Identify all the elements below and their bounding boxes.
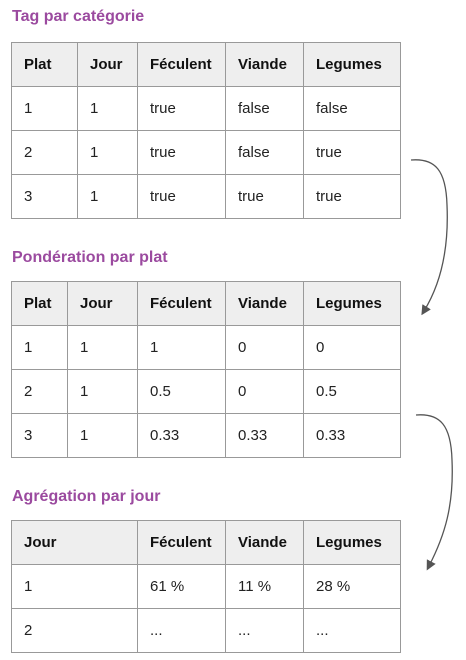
table-row: 3 1 0.33 0.33 0.33 (11, 413, 401, 458)
column-header: Féculent (137, 281, 226, 326)
table-cell: ... (137, 608, 226, 653)
column-header: Legumes (303, 281, 401, 326)
table-cell: 3 (11, 413, 68, 458)
table-cell: true (137, 174, 226, 219)
table-cell: 1 (11, 564, 138, 609)
table-header-row: Jour Féculent Viande Legumes (11, 520, 401, 565)
table-cell: true (225, 174, 304, 219)
table-cell: 0 (303, 325, 401, 370)
table-cell: 0.5 (137, 369, 226, 414)
table-cell: false (303, 86, 401, 131)
table-cell: 28 % (303, 564, 401, 609)
table-cell: ... (225, 608, 304, 653)
table-cell: false (225, 130, 304, 175)
table-row: 1 1 1 0 0 (11, 325, 401, 370)
column-header: Féculent (137, 520, 226, 565)
table-cell: 1 (67, 413, 138, 458)
table-row: 2 ... ... ... (11, 608, 401, 653)
column-header: Jour (77, 42, 138, 87)
table-cell: 0.5 (303, 369, 401, 414)
table-cell: 1 (67, 325, 138, 370)
table-row: 3 1 true true true (11, 174, 401, 219)
table-cell: 0.33 (303, 413, 401, 458)
weighting-table: Plat Jour Féculent Viande Legumes 1 1 1 … (11, 281, 401, 458)
table-cell: 1 (77, 130, 138, 175)
table-cell: 3 (11, 174, 78, 219)
table-cell: ... (303, 608, 401, 653)
tag-table: Plat Jour Féculent Viande Legumes 1 1 tr… (11, 42, 401, 219)
table-cell: 1 (11, 325, 68, 370)
table-row: 1 61 % 11 % 28 % (11, 564, 401, 609)
column-header: Legumes (303, 520, 401, 565)
column-header: Viande (225, 281, 304, 326)
column-header: Jour (67, 281, 138, 326)
table-cell: 0.33 (225, 413, 304, 458)
table-cell: true (303, 174, 401, 219)
table-header-row: Plat Jour Féculent Viande Legumes (11, 281, 401, 326)
table-cell: 1 (67, 369, 138, 414)
table-header-row: Plat Jour Féculent Viande Legumes (11, 42, 401, 87)
column-header: Viande (225, 42, 304, 87)
table-1-title: Tag par catégorie (12, 8, 145, 25)
column-header: Féculent (137, 42, 226, 87)
arrow-1-to-2-icon (410, 159, 448, 316)
table-row: 1 1 true false false (11, 86, 401, 131)
table-row: 2 1 true false true (11, 130, 401, 175)
table-cell: false (225, 86, 304, 131)
table-3-title: Agrégation par jour (12, 488, 161, 505)
aggregation-table: Jour Féculent Viande Legumes 1 61 % 11 %… (11, 520, 401, 653)
table-cell: true (137, 86, 226, 131)
column-header: Viande (225, 520, 304, 565)
table-cell: 0.33 (137, 413, 226, 458)
column-header: Legumes (303, 42, 401, 87)
table-cell: 11 % (225, 564, 304, 609)
table-2-title: Pondération par plat (12, 249, 168, 266)
column-header: Jour (11, 520, 138, 565)
table-cell: 61 % (137, 564, 226, 609)
arrow-2-to-3-icon (415, 414, 453, 571)
table-cell: 1 (77, 174, 138, 219)
